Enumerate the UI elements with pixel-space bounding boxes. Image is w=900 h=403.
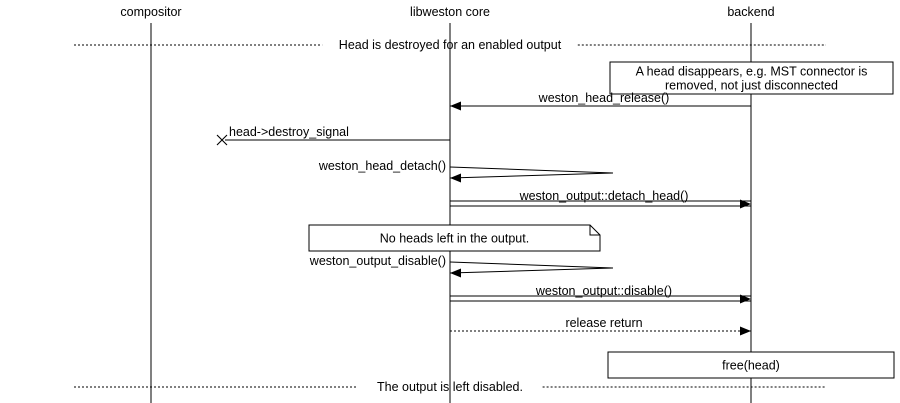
note-text-note-head-disappears: A head disappears, e.g. MST connector is <box>636 65 868 79</box>
arrow-head-weston-head-release <box>450 101 461 111</box>
message-label-weston-output-disable: weston_output::disable() <box>535 284 672 298</box>
message-label-weston-output-detach-head: weston_output::detach_head() <box>519 189 689 203</box>
note-box-note-no-heads-left <box>308 224 601 252</box>
msg-loop-bottom-weston-head-detach <box>449 172 614 179</box>
participant-label-compositor: compositor <box>120 5 181 19</box>
arrow-head-weston-head-detach <box>450 173 461 183</box>
message-label-weston-head-release: weston_head_release() <box>538 91 670 105</box>
participant-label-libweston_core: libweston core <box>410 5 490 19</box>
msg-loop-bottom-weston-output-disable-call <box>449 267 614 274</box>
message-label-release-return: release return <box>565 316 642 330</box>
arrow-head-weston-output-disable-call <box>450 268 461 278</box>
note-box-note-head-disappears <box>609 61 894 95</box>
lost-message-x-icon-head-destroy-signal <box>216 134 228 146</box>
arrow-head-release-return <box>740 326 751 336</box>
message-label-weston-head-detach: weston_head_detach() <box>318 159 446 173</box>
msg-loop-top-weston-head-detach <box>449 166 614 174</box>
message-label-head-destroy-signal: head->destroy_signal <box>229 125 349 139</box>
note-text-note-free-head: free(head) <box>722 359 780 373</box>
participant-label-backend: backend <box>727 5 774 19</box>
note-fold-note-no-heads-left <box>589 225 600 236</box>
arrow-head-weston-output-detach-head <box>740 199 751 209</box>
separator-label-bottom-separator: The output is left disabled. <box>377 380 523 394</box>
note-text-note-head-disappears: removed, not just disconnected <box>665 79 838 93</box>
note-box-note-free-head <box>607 351 895 379</box>
note-text-note-no-heads-left: No heads left in the output. <box>380 232 529 246</box>
message-label-weston-output-disable-call: weston_output_disable() <box>309 254 446 268</box>
separator-label-top-separator: Head is destroyed for an enabled output <box>339 38 562 52</box>
arrow-head-weston-output-disable <box>740 294 751 304</box>
msg-loop-top-weston-output-disable-call <box>449 261 614 269</box>
